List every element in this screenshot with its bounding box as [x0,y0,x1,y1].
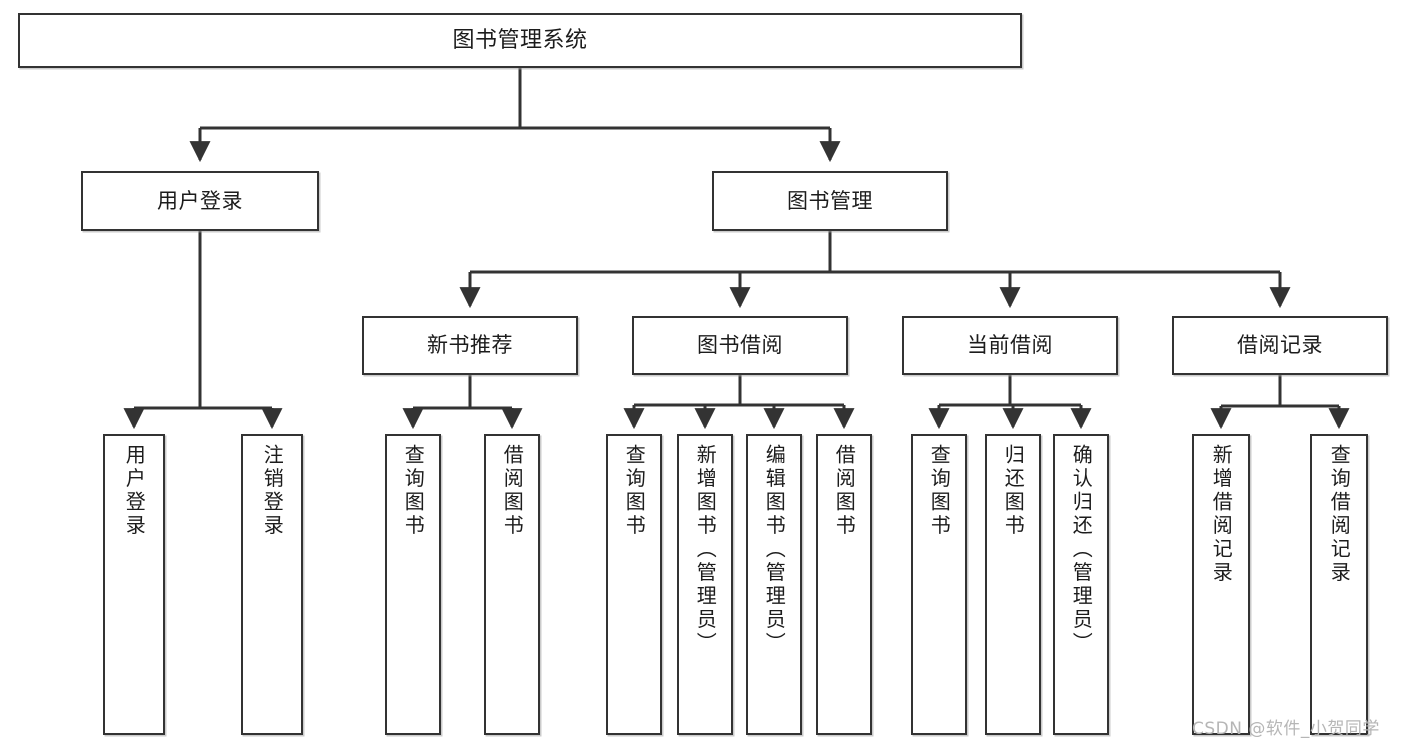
node-current-borrow[interactable]: 当前借阅 [902,316,1118,375]
node-user-login[interactable]: 用户登录 [81,171,319,231]
node-leaf-query-book-1-label: 查询图书 [401,444,426,538]
node-leaf-query-book-2-label: 查询图书 [622,444,647,538]
node-leaf-return-book-label: 归还图书 [1001,444,1026,538]
node-leaf-borrow-book-1[interactable]: 借阅图书 [484,434,540,735]
node-leaf-user-logout-label: 注销登录 [260,444,285,538]
node-leaf-query-book-3[interactable]: 查询图书 [911,434,967,735]
node-leaf-edit-book-admin[interactable]: 编辑图书（管理员） [746,434,802,735]
node-book-borrow-label: 图书借阅 [697,333,783,358]
node-borrow-record-label: 借阅记录 [1237,333,1323,358]
node-leaf-return-book[interactable]: 归还图书 [985,434,1041,735]
node-leaf-user-login-label: 用户登录 [122,444,147,538]
node-leaf-query-borrow-record-label: 查询借阅记录 [1327,444,1352,585]
watermark: CSDN @软件_小贺同学 [1192,719,1380,739]
node-book-manage[interactable]: 图书管理 [712,171,948,231]
node-leaf-confirm-return-admin[interactable]: 确认归还（管理员） [1053,434,1109,735]
node-leaf-add-book-admin[interactable]: 新增图书（管理员） [677,434,733,735]
node-leaf-add-borrow-record-label: 新增借阅记录 [1209,444,1234,585]
node-root[interactable]: 图书管理系统 [18,13,1022,68]
node-leaf-borrow-book-2[interactable]: 借阅图书 [816,434,872,735]
node-leaf-add-borrow-record[interactable]: 新增借阅记录 [1192,434,1250,735]
node-leaf-query-book-1[interactable]: 查询图书 [385,434,441,735]
node-leaf-borrow-book-1-label: 借阅图书 [500,444,525,538]
node-user-login-label: 用户登录 [157,188,243,213]
node-new-book-recommend[interactable]: 新书推荐 [362,316,578,375]
node-borrow-record[interactable]: 借阅记录 [1172,316,1388,375]
node-leaf-confirm-return-admin-label: 确认归还（管理员） [1069,444,1094,656]
node-root-label: 图书管理系统 [452,27,588,53]
node-leaf-edit-book-admin-label: 编辑图书（管理员） [762,444,787,656]
node-current-borrow-label: 当前借阅 [967,333,1053,358]
node-leaf-query-book-2[interactable]: 查询图书 [606,434,662,735]
node-book-manage-label: 图书管理 [787,188,873,213]
node-new-book-recommend-label: 新书推荐 [427,333,513,358]
node-leaf-query-borrow-record[interactable]: 查询借阅记录 [1310,434,1368,735]
node-leaf-add-book-admin-label: 新增图书（管理员） [693,444,718,656]
node-book-borrow[interactable]: 图书借阅 [632,316,848,375]
node-leaf-user-logout[interactable]: 注销登录 [241,434,303,735]
node-leaf-borrow-book-2-label: 借阅图书 [832,444,857,538]
node-leaf-query-book-3-label: 查询图书 [927,444,952,538]
node-leaf-user-login[interactable]: 用户登录 [103,434,165,735]
